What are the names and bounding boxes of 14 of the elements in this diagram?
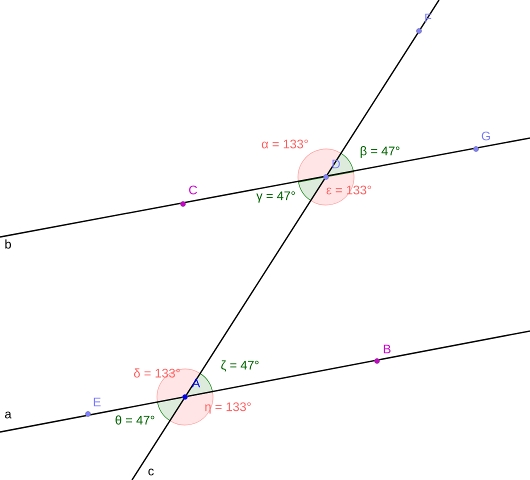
line-label: b xyxy=(5,239,11,249)
angle-label: ε = 133° xyxy=(326,186,372,194)
angle-label: γ = 47° xyxy=(256,191,295,203)
angle-label: θ = 47° xyxy=(116,415,154,425)
point-label: G xyxy=(482,132,490,140)
point-label: B xyxy=(384,344,391,354)
angle-label: ζ = 47° xyxy=(221,360,259,372)
line-label: c xyxy=(148,468,154,476)
point-label: E xyxy=(94,398,101,406)
line-label: a xyxy=(5,412,12,418)
point-label: C xyxy=(189,186,198,194)
angle-label: η = 133° xyxy=(205,402,251,414)
angle-label: β = 47° xyxy=(360,146,400,158)
angle-label: α = 133° xyxy=(262,140,308,148)
